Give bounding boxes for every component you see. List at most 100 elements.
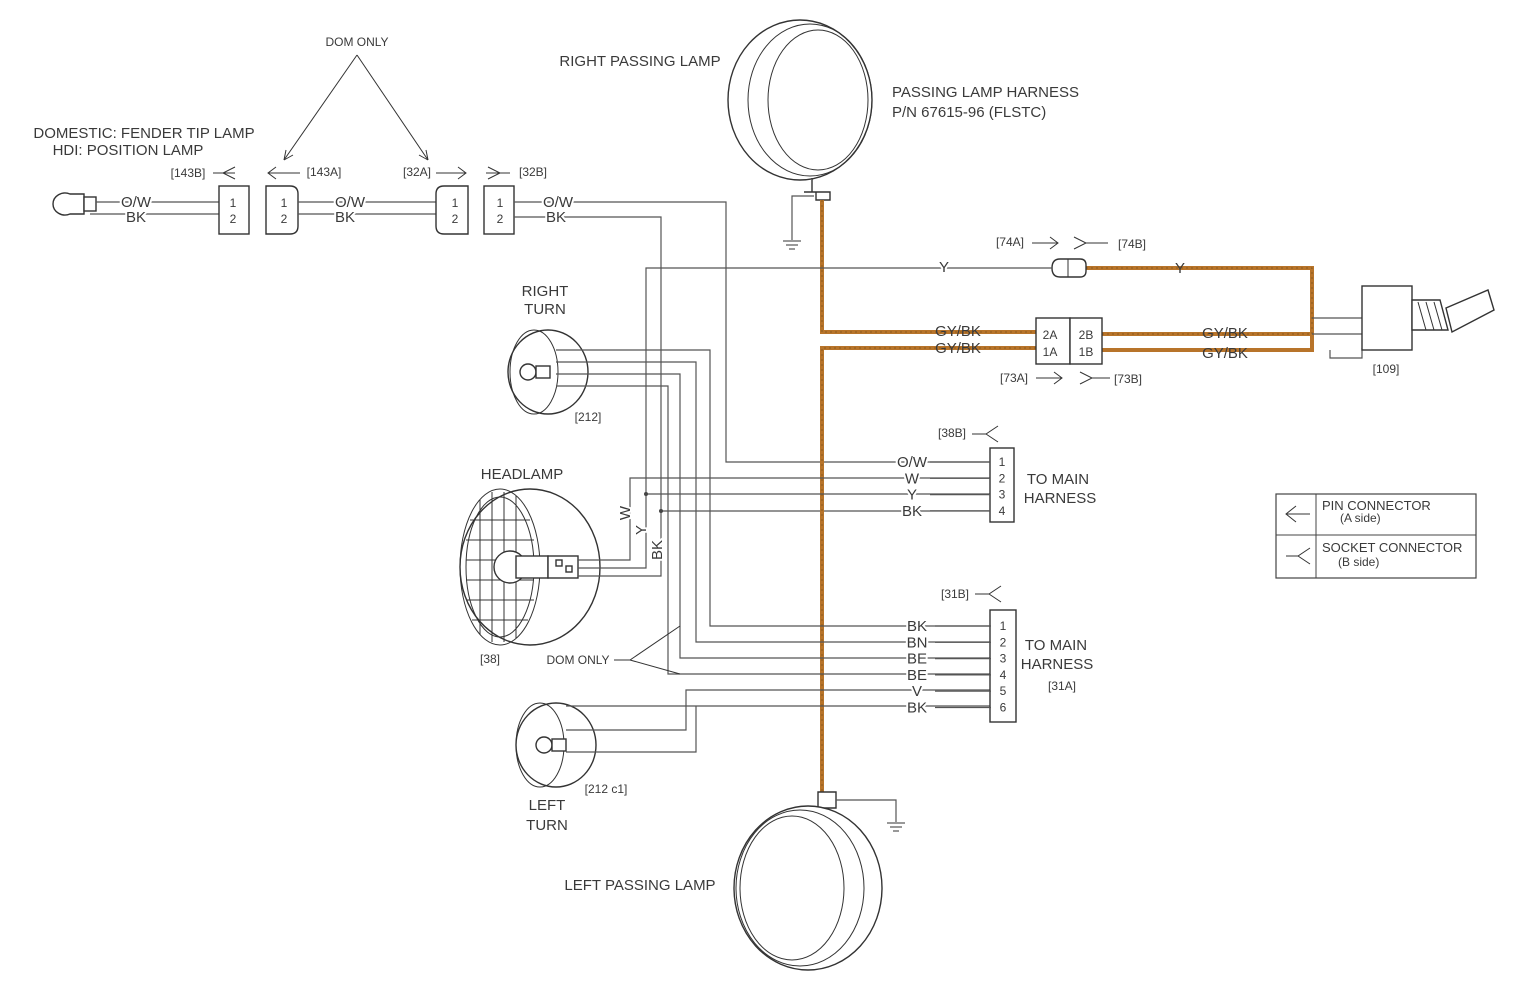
- legend-socket-side: (B side): [1338, 555, 1379, 569]
- connector-ref-31a: [31A]: [1048, 679, 1076, 693]
- svg-text:1: 1: [452, 196, 459, 210]
- svg-text:1B: 1B: [1079, 345, 1094, 359]
- connector-ref-109: [109]: [1373, 362, 1400, 376]
- c38-wire-label-2: W: [905, 470, 920, 487]
- pin-connector-icon: [1285, 505, 1310, 523]
- right-turn-label-1: RIGHT: [522, 283, 569, 300]
- dom-only-mid-label: DOM ONLY: [546, 653, 609, 667]
- legend-pin-side: (A side): [1340, 511, 1381, 525]
- connector-ref-212: [212]: [575, 410, 602, 424]
- wire-label-bk1: BK: [126, 209, 146, 226]
- wire-label-gybk-r2: GY/BK: [1202, 345, 1248, 362]
- wire-label-ow2: O/W: [335, 194, 366, 211]
- wire-label-bk-vert: BK: [649, 540, 666, 560]
- svg-text:2: 2: [230, 212, 237, 226]
- harness-label-1: PASSING LAMP HARNESS: [892, 84, 1079, 101]
- c31-wire-label-1: BK: [907, 618, 927, 635]
- wire-label-w-vert: W: [617, 505, 634, 520]
- c38-wire-label-3: Y: [907, 487, 917, 504]
- right-turn-label-2: TURN: [524, 301, 566, 318]
- c38-pin-3: 3: [999, 488, 1006, 502]
- svg-text:1: 1: [281, 196, 288, 210]
- wire-label-gybk-l2: GY/BK: [935, 340, 981, 357]
- wire-label-ow3: O/W: [543, 194, 574, 211]
- svg-text:1: 1: [230, 196, 237, 210]
- c31-pin-5: 5: [1000, 684, 1007, 698]
- headlamp-label: HEADLAMP: [481, 466, 564, 483]
- connector-32b: [483, 185, 515, 235]
- c31-pin-6: 6: [1000, 701, 1007, 715]
- right-turn-lamp: [507, 329, 589, 415]
- svg-text:1A: 1A: [1043, 345, 1058, 359]
- fender-label-2: HDI: POSITION LAMP: [53, 142, 204, 159]
- connector-ref-73a: [73A]: [1000, 371, 1028, 385]
- connector-ref-32a: [32A]: [403, 165, 431, 179]
- connector-74: [1051, 258, 1087, 278]
- connector-ref-143b: [143B]: [171, 166, 206, 180]
- legend: [1275, 493, 1477, 579]
- fender-label-1: DOMESTIC: FENDER TIP LAMP: [33, 125, 254, 142]
- harness-label-2: P/N 67615-96 (FLSTC): [892, 104, 1046, 121]
- svg-text:2: 2: [497, 212, 504, 226]
- connector-ref-32b: [32B]: [519, 165, 547, 179]
- svg-text:2: 2: [452, 212, 459, 226]
- legend-pin-label: PIN CONNECTOR: [1322, 498, 1431, 513]
- c38-pin-1: 1: [999, 455, 1006, 469]
- connector-ref-31b: [31B]: [941, 587, 969, 601]
- fender-tip-lamp: [52, 192, 97, 216]
- c38-pin-2: 2: [999, 471, 1006, 485]
- connector-ref-143a: [143A]: [307, 165, 342, 179]
- c31-pin-2: 2: [1000, 635, 1007, 649]
- connector-ref-38b: [38B]: [938, 426, 966, 440]
- connector-31b: [989, 609, 1017, 723]
- socket-connector-icon: [1286, 547, 1311, 565]
- wire-label-ow1: O/W: [121, 194, 152, 211]
- connector-ref-74a: [74A]: [996, 235, 1024, 249]
- c31-wire-label-6: BK: [907, 700, 927, 717]
- connector-143b: [218, 185, 250, 235]
- connector-38b: [989, 447, 1015, 523]
- wire-label-gybk-r1: GY/BK: [1202, 325, 1248, 342]
- legend-socket-label: SOCKET CONNECTOR: [1322, 540, 1462, 555]
- c38-wire-label-4: BK: [902, 503, 922, 520]
- svg-text:2B: 2B: [1079, 328, 1094, 342]
- c31-wire-label-4: BE: [907, 667, 927, 684]
- connector-32a: [435, 185, 469, 235]
- headlamp: [459, 488, 601, 646]
- wire-label-bk2: BK: [335, 209, 355, 226]
- wire-label-y-top: Y: [939, 259, 949, 276]
- to-main-1-label-b: HARNESS: [1024, 490, 1097, 507]
- left-turn-label-1: LEFT: [529, 797, 566, 814]
- c38-pin-4: 4: [999, 504, 1006, 518]
- svg-text:2A: 2A: [1043, 328, 1058, 342]
- wire-label-bk3: BK: [546, 209, 566, 226]
- connector-73: [1035, 317, 1103, 365]
- connector-143a: [265, 185, 299, 235]
- connector-ref-74b: [74B]: [1118, 237, 1146, 251]
- left-turn-lamp: [515, 702, 597, 788]
- c31-pin-1: 1: [1000, 619, 1007, 633]
- c31-wire-label-5: V: [912, 683, 922, 700]
- c31-wire-label-3: BE: [907, 651, 927, 668]
- wire-label-y-harness: Y: [1175, 260, 1185, 277]
- left-turn-label-2: TURN: [526, 817, 568, 834]
- connector-ref-212c1: [212 c1]: [585, 782, 628, 796]
- svg-text:1: 1: [497, 196, 504, 210]
- c38-wire-label-1: O/W: [897, 454, 928, 471]
- right-passing-lamp-label: RIGHT PASSING LAMP: [559, 53, 720, 70]
- connector-ref-38: [38]: [480, 652, 500, 666]
- left-passing-lamp: [733, 791, 883, 971]
- svg-text:2: 2: [281, 212, 288, 226]
- connector-ref-73b: [73B]: [1114, 372, 1142, 386]
- wire-label-y-vert: Y: [633, 525, 650, 535]
- to-main-2-label-b: HARNESS: [1021, 656, 1094, 673]
- dom-only-top-label: DOM ONLY: [325, 35, 388, 49]
- c31-pin-3: 3: [1000, 652, 1007, 666]
- left-passing-lamp-label: LEFT PASSING LAMP: [564, 877, 715, 894]
- to-main-1-label-a: TO MAIN: [1027, 471, 1089, 488]
- c31-pin-4: 4: [1000, 668, 1007, 682]
- c31-wire-label-2: BN: [907, 634, 928, 651]
- passing-lamp-harness-wires: [820, 200, 1314, 792]
- wire-label-gybk-l1: GY/BK: [935, 323, 981, 340]
